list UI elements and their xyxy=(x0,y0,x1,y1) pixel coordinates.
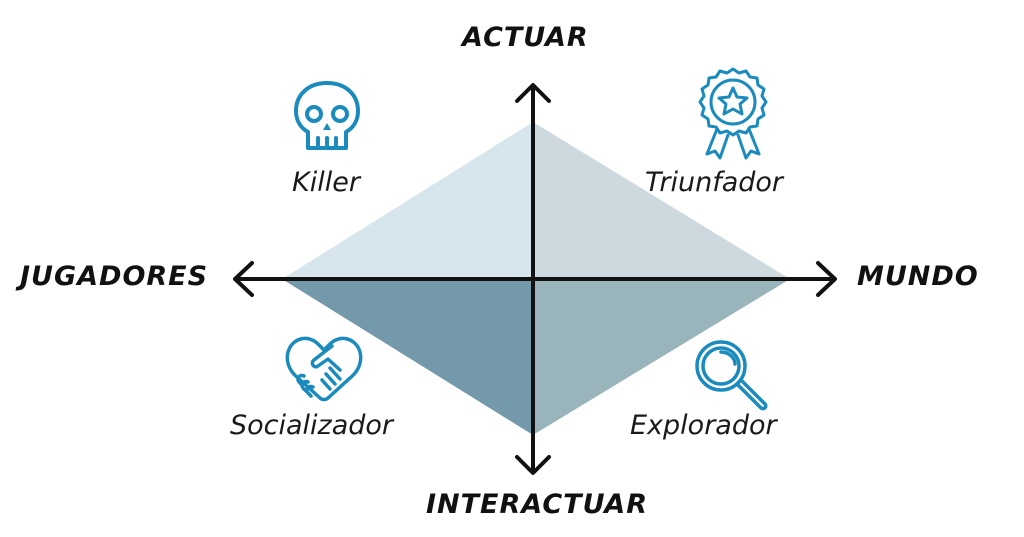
skull-icon xyxy=(294,81,360,150)
quadrant-killer xyxy=(282,122,533,279)
arrow-left-icon xyxy=(233,261,254,297)
horizontal-axis xyxy=(233,261,837,297)
magnifying-glass-icon xyxy=(695,340,768,411)
arrow-right-icon xyxy=(816,261,837,297)
arrow-down-icon xyxy=(515,455,551,475)
arrow-up-icon xyxy=(515,83,551,103)
label-socializador: Socializador xyxy=(230,410,394,441)
label-explorador: Explorador xyxy=(630,410,777,441)
quadrant-explorador xyxy=(533,279,790,435)
axis-label-top: ACTUAR xyxy=(462,22,589,53)
label-killer: Killer xyxy=(292,167,360,198)
award-ribbon-icon xyxy=(698,67,768,160)
axis-label-bottom: INTERACTUAR xyxy=(426,489,648,520)
quadrant-triunfador xyxy=(533,122,790,279)
label-triunfador: Triunfador xyxy=(645,167,784,198)
axis-label-left: JUGADORES xyxy=(20,261,209,292)
axis-label-right: MUNDO xyxy=(857,261,979,292)
handshake-heart-icon xyxy=(285,336,363,402)
quadrant-socializador xyxy=(282,279,533,435)
